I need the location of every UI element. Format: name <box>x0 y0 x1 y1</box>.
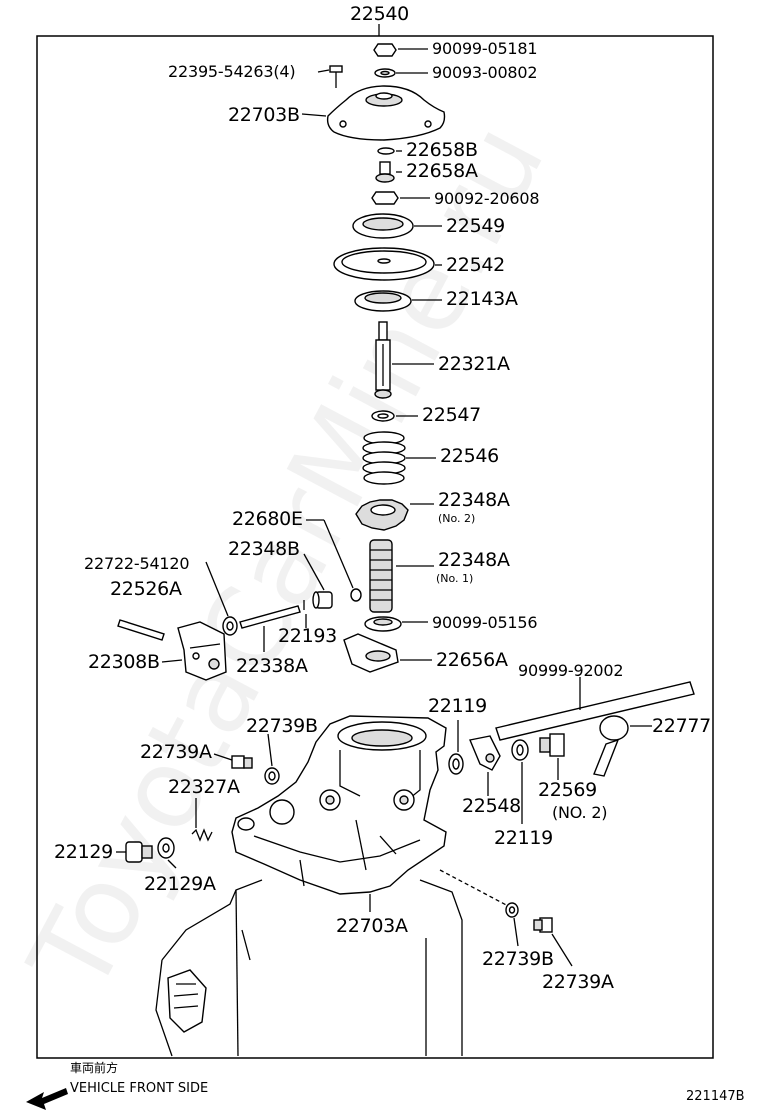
housing-22703A[interactable] <box>231 715 513 912</box>
label-22722-54120: 22722-54120 <box>84 554 189 573</box>
label-22143A: 22143A <box>446 288 518 310</box>
washer-90099-05156[interactable] <box>364 616 428 632</box>
nut-90099-05181[interactable] <box>373 43 428 57</box>
plug-22129[interactable] <box>116 841 153 863</box>
label-22327A: 22327A <box>168 776 240 798</box>
pump-body <box>155 879 463 1057</box>
label-22119-bottom: 22119 <box>494 827 553 849</box>
label-90999-92002: 90999-92002 <box>518 661 623 680</box>
label-22739B-top: 22739B <box>246 715 318 737</box>
label-22658A: 22658A <box>406 160 478 182</box>
washer-22129A[interactable] <box>157 837 177 869</box>
note-22569: (NO. 2) <box>552 803 607 822</box>
label-22542: 22542 <box>446 254 505 276</box>
front-direction-arrow-icon <box>26 1088 68 1110</box>
nut-90092-20608[interactable] <box>371 191 430 205</box>
part-22680E[interactable] <box>306 519 362 602</box>
label-22549: 22549 <box>446 215 505 237</box>
rod-22321A[interactable] <box>374 321 434 399</box>
spring-22327A[interactable] <box>191 798 213 842</box>
gear-22348A-no2[interactable] <box>355 499 434 531</box>
label-22129A: 22129A <box>144 873 216 895</box>
bolt-22739A-bottom[interactable] <box>533 917 573 967</box>
assembly-number: 22540 <box>350 3 409 25</box>
bolt-22739A-top[interactable] <box>213 753 253 769</box>
washer-22722-54120[interactable] <box>205 561 238 636</box>
shaft-22348A-no1[interactable] <box>369 539 434 613</box>
label-22777: 22777 <box>652 715 711 737</box>
label-22348A-no2: 22348A <box>438 489 510 511</box>
figure-number: 221147B <box>686 1089 745 1104</box>
label-22338A: 22338A <box>236 655 308 677</box>
diaphragm-22542[interactable] <box>333 247 442 281</box>
ring-22119-bottom[interactable] <box>511 739 529 824</box>
label-22739B-bottom: 22739B <box>482 948 554 970</box>
washer-22547[interactable] <box>371 410 418 422</box>
plate-22143A[interactable] <box>354 290 442 312</box>
plug-22739B-top[interactable] <box>264 733 280 785</box>
label-22193: 22193 <box>278 625 337 647</box>
diagram-frame <box>36 35 714 1059</box>
lever-22777[interactable] <box>593 715 652 777</box>
plug-22739B-bottom[interactable] <box>505 902 519 947</box>
label-22739A-top: 22739A <box>140 741 212 763</box>
label-90092-20608: 90092-20608 <box>434 189 539 208</box>
label-22658B: 22658B <box>406 139 478 161</box>
cover-22703B[interactable] <box>301 85 446 141</box>
label-22119-top: 22119 <box>428 695 487 717</box>
direction-label-japanese: 車両前方 <box>70 1060 118 1075</box>
label-22348A-no1: 22348A <box>438 549 510 571</box>
note-22348A-no2: (No. 2) <box>438 512 475 525</box>
shaft-90999-92002[interactable] <box>495 677 695 741</box>
label-90099-05156: 90099-05156 <box>432 613 537 632</box>
label-22308B: 22308B <box>88 651 160 673</box>
label-22129: 22129 <box>54 841 113 863</box>
label-22680E: 22680E <box>232 508 303 530</box>
shaft-22338A[interactable] <box>239 605 301 652</box>
screw-22658A[interactable] <box>375 161 402 183</box>
label-22546: 22546 <box>440 445 499 467</box>
label-22348B: 22348B <box>228 538 300 560</box>
lever-22548[interactable] <box>469 735 501 796</box>
pin-22526A[interactable] <box>117 619 165 641</box>
bolt-22569[interactable] <box>539 733 565 780</box>
screw-22395-54263[interactable] <box>317 65 343 88</box>
spring-22546[interactable] <box>362 431 436 485</box>
note-22348A-no1: (No. 1) <box>436 572 473 585</box>
label-22656A: 22656A <box>436 649 508 671</box>
label-22739A-bottom: 22739A <box>542 971 614 993</box>
washer-90093-00802[interactable] <box>374 68 428 78</box>
oring-22658B[interactable] <box>377 147 402 155</box>
label-22569: 22569 <box>538 779 597 801</box>
label-22526A: 22526A <box>110 578 182 600</box>
direction-label-english: VEHICLE FRONT SIDE <box>70 1081 208 1096</box>
label-22548: 22548 <box>462 795 521 817</box>
label-22321A: 22321A <box>438 353 510 375</box>
label-90093-00802: 90093-00802 <box>432 63 537 82</box>
label-90099-05181: 90099-05181 <box>432 39 537 58</box>
lever-22656A[interactable] <box>343 633 432 673</box>
ring-22119-top[interactable] <box>448 720 464 775</box>
bush-22348B[interactable] <box>303 553 333 609</box>
pin-22193[interactable] <box>303 600 307 628</box>
label-22703B: 22703B <box>228 104 300 126</box>
label-22395-54263: 22395-54263(4) <box>168 62 295 81</box>
label-22703A: 22703A <box>336 915 408 937</box>
cap-22549[interactable] <box>352 213 442 239</box>
bracket-22308B[interactable] <box>161 621 227 681</box>
label-22547: 22547 <box>422 404 481 426</box>
